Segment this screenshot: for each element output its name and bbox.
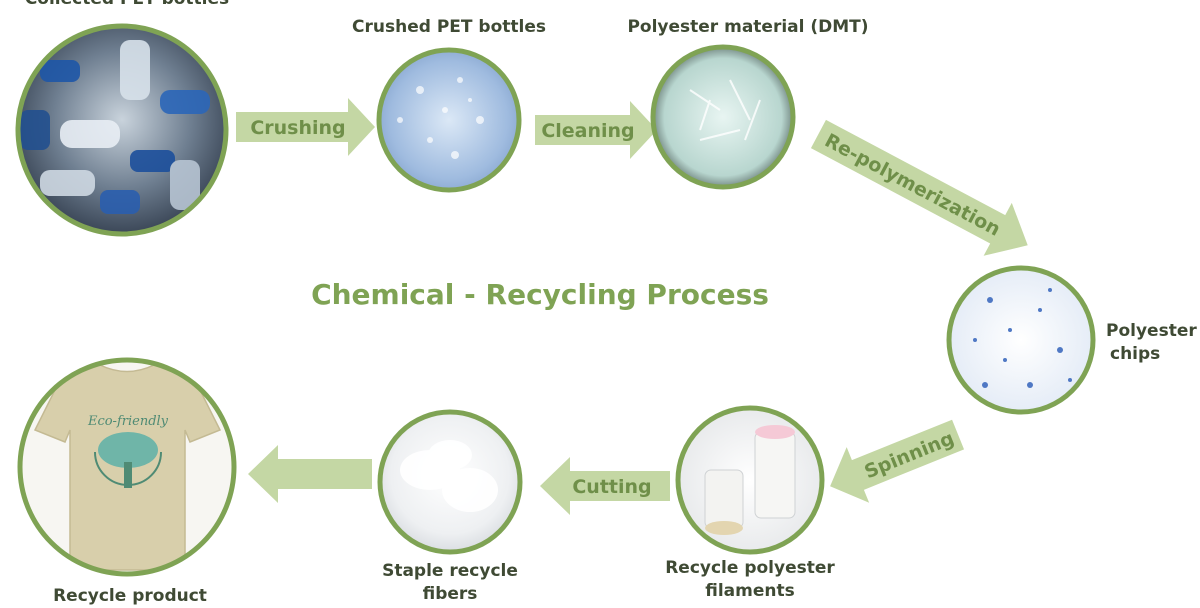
- label-dmt: Polyester material (DMT): [627, 17, 869, 37]
- arrow-repolymerization: Re-polymerization: [810, 119, 1028, 256]
- label-staple: Staple recycle fibers: [370, 560, 530, 606]
- step-repolymerization-label: Re-polymerization: [821, 130, 1004, 241]
- label-product: Recycle product: [53, 586, 207, 606]
- step-cutting-label: Cutting: [572, 476, 651, 498]
- step-cleaning-label: Cleaning: [541, 120, 634, 142]
- label-chips-line1: Polyester: [1106, 321, 1197, 341]
- label-staple-line2: fibers: [422, 584, 478, 604]
- label-filaments: Recycle polyester filaments: [650, 557, 850, 603]
- label-collected: Collected PET bottles: [22, 0, 232, 11]
- arrow-spinning: Spinning: [830, 419, 965, 503]
- label-chips: Polyester chips: [1106, 320, 1197, 366]
- node-crushed-bottles: [376, 47, 522, 193]
- diagram-title: Chemical - Recycling Process: [311, 278, 769, 311]
- node-polyester-chips: [946, 265, 1096, 415]
- step-crushing-label: Crushing: [250, 117, 345, 139]
- node-filaments: [675, 405, 825, 555]
- node-collected-bottles: [15, 23, 229, 237]
- arrow-cleaning: Cleaning: [535, 101, 657, 159]
- node-staple-fibers: [377, 409, 523, 555]
- label-filaments-line2: filaments: [705, 581, 795, 601]
- label-chips-line2: chips: [1110, 344, 1161, 364]
- label-filaments-line1: Recycle polyester: [665, 558, 835, 578]
- tree-logo-icon: [94, 432, 162, 488]
- node-dmt: [650, 44, 796, 190]
- node-recycle-product: Eco-friendly: [17, 357, 237, 577]
- tshirt-text: Eco-friendly: [87, 414, 169, 429]
- arrow-crushing: Crushing: [236, 98, 375, 156]
- label-crushed: Crushed PET bottles: [352, 17, 546, 37]
- label-staple-line1: Staple recycle: [382, 561, 518, 581]
- arrow-cutting: Cutting: [540, 457, 670, 515]
- arrow-product: [248, 445, 372, 503]
